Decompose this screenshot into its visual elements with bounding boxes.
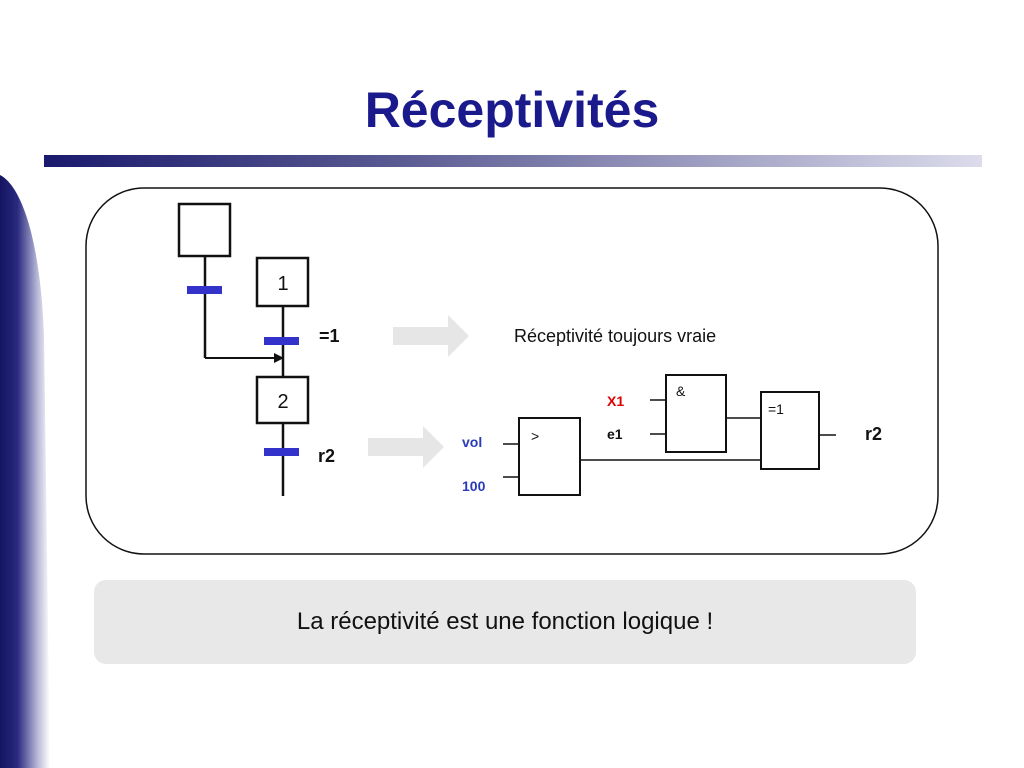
logic-circuit: > vol 100 & X1 e1 =1 r2 (462, 374, 882, 496)
output-r2-label: r2 (865, 424, 882, 444)
transition-bar-left (187, 286, 222, 294)
transition-1-label: =1 (319, 326, 340, 346)
input-e1-label: e1 (607, 426, 623, 442)
and-gate (665, 374, 727, 453)
input-100-label: 100 (462, 478, 486, 494)
transition-bar-2 (264, 448, 299, 456)
input-vol-label: vol (462, 434, 482, 450)
step-2-label: 2 (277, 391, 288, 413)
slide-title: Réceptivités (364, 82, 660, 138)
and-gate-symbol: & (676, 383, 686, 399)
left-decorative-band (0, 175, 50, 768)
comparator-gate (518, 417, 581, 496)
grafcet: 1 =1 2 r2 (177, 202, 340, 496)
jump-arrowhead (274, 353, 284, 363)
input-x1-label: X1 (607, 393, 624, 409)
conclusion-text: La réceptivité est une fonction logique … (296, 608, 714, 635)
comparator-symbol: > (531, 428, 539, 444)
always-true-text: Réceptivité toujours vraie (514, 326, 716, 346)
step-1-label: 1 (277, 273, 288, 295)
conclusion-note: La réceptivité est une fonction logique … (94, 580, 916, 664)
xor-gate (760, 391, 820, 470)
arrow-to-always-true (393, 315, 469, 357)
title-underline-bar (44, 155, 982, 167)
previous-step-box (177, 202, 232, 258)
xor-gate-symbol: =1 (768, 401, 784, 417)
arrow-to-logic-circuit (368, 426, 444, 468)
transition-bar-1 (264, 337, 299, 345)
transition-2-label: r2 (318, 446, 335, 466)
